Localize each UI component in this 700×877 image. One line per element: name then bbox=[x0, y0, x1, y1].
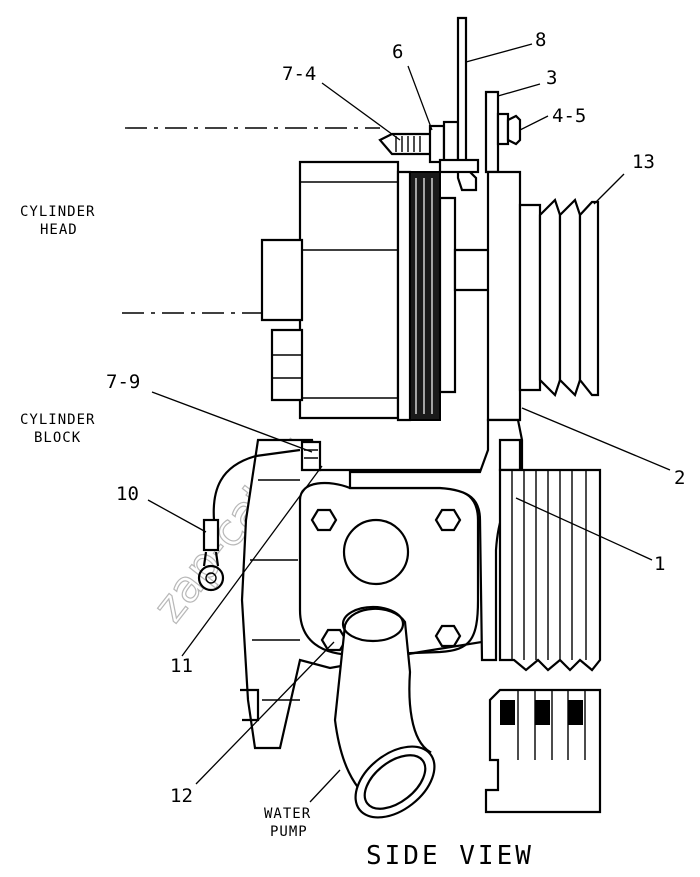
alternator bbox=[260, 160, 494, 422]
lower-sheave bbox=[484, 468, 602, 814]
crankshaft-pulley bbox=[518, 197, 600, 398]
alternator-pulley bbox=[409, 171, 441, 421]
leader-lines bbox=[147, 43, 671, 803]
cylinder-block-label-line2: BLOCK bbox=[34, 430, 81, 446]
water-pump-label-line1: WATER bbox=[264, 806, 311, 822]
callouts: 8 6 7-4 3 4-5 13 7-9 2 10 1 11 12 bbox=[106, 29, 685, 807]
water-pump-elbow bbox=[333, 605, 436, 819]
region-labels: CYLINDER HEAD CYLINDER BLOCK WATER PUMP bbox=[20, 204, 311, 840]
diagram-title: SIDE VIEW bbox=[366, 841, 534, 871]
callout-7-4: 7-4 bbox=[282, 63, 316, 85]
upper-bracket bbox=[484, 90, 522, 174]
callout-12: 12 bbox=[170, 785, 193, 807]
water-pump bbox=[240, 438, 484, 750]
callout-8: 8 bbox=[535, 29, 546, 51]
callout-3: 3 bbox=[546, 67, 557, 89]
callout-4-5: 4-5 bbox=[552, 105, 586, 127]
callout-11: 11 bbox=[170, 655, 193, 677]
callout-10: 10 bbox=[116, 483, 139, 505]
adjusting-bolt-assembly bbox=[378, 16, 480, 192]
callout-6: 6 bbox=[392, 41, 403, 63]
callout-7-9: 7-9 bbox=[106, 371, 140, 393]
water-pump-label-line2: PUMP bbox=[270, 824, 308, 840]
cylinder-head-label-line2: HEAD bbox=[40, 222, 78, 238]
cylinder-block-label-line1: CYLINDER bbox=[20, 412, 95, 428]
callout-1: 1 bbox=[654, 553, 665, 575]
callout-2: 2 bbox=[674, 467, 685, 489]
cylinder-head-label-line1: CYLINDER bbox=[20, 204, 95, 220]
callout-13: 13 bbox=[632, 151, 655, 173]
ground-wire bbox=[197, 440, 322, 592]
